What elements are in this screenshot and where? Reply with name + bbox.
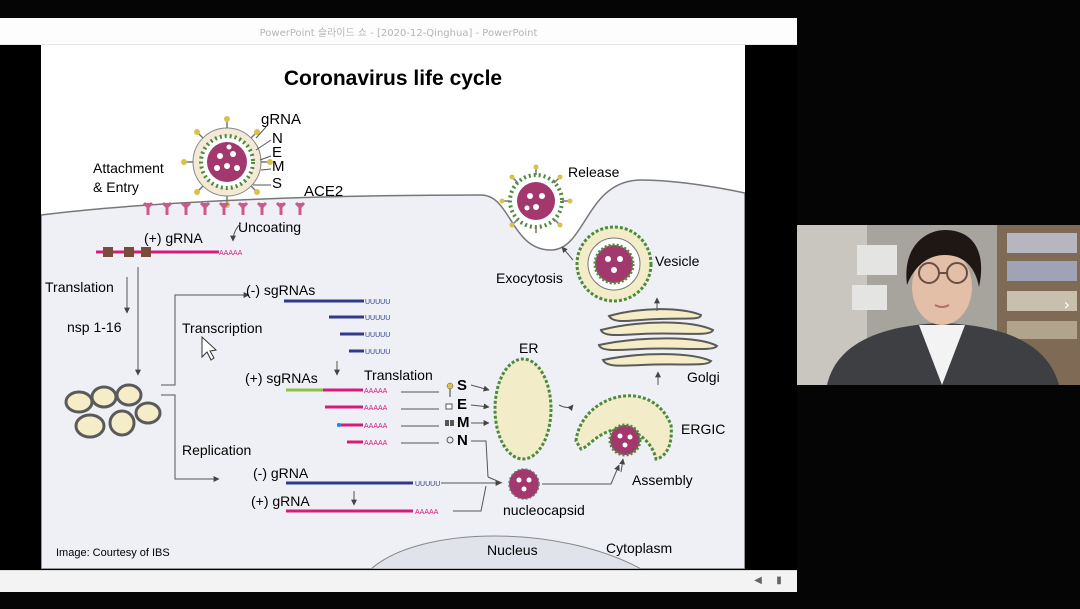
label-m: M [272, 158, 285, 175]
replication-organelles [64, 383, 162, 439]
cell-cytoplasm [41, 179, 745, 569]
window-title: PowerPoint 슬라이드 쇼 - [2020-12-Qinghua] - … [259, 27, 538, 39]
label-entry: & Entry [93, 179, 139, 195]
label-nucleus: Nucleus [487, 542, 538, 558]
label-exocytosis: Exocytosis [496, 270, 563, 286]
label-nucleocapsid: nucleocapsid [503, 502, 585, 518]
label-nsp: nsp 1-16 [67, 319, 122, 335]
lifecycle-diagram: Coronavirus life cycle [41, 67, 745, 569]
ace2-receptors [142, 201, 306, 215]
webcam-video: › [797, 225, 1080, 385]
tail-plus-4: AAAAA [364, 440, 388, 447]
window-titlebar: PowerPoint 슬라이드 쇼 - [2020-12-Qinghua] - … [0, 18, 797, 45]
golgi-organelle [597, 308, 719, 367]
image-credit: Image: Courtesy of IBS [56, 547, 170, 559]
label-minus-sgrnas: (-) sgRNAs [246, 282, 315, 298]
label-attachment: Attachment [93, 160, 164, 176]
label-assembly: Assembly [632, 472, 693, 488]
slide-title: Coronavirus life cycle [284, 67, 502, 90]
label-plus-grna-2: (+) gRNA [251, 493, 310, 509]
released-virion-icon [499, 164, 573, 233]
slide-view-icon[interactable]: ▮ [776, 575, 782, 586]
label-plus-grna: (+) gRNA [144, 230, 203, 246]
tail-plus-2: AAAAA [364, 405, 388, 412]
tail-minus-3: UUUUU [365, 332, 390, 339]
label-er: ER [519, 340, 538, 356]
label-cytoplasm: Cytoplasm [606, 540, 672, 556]
er-organelle [493, 357, 553, 461]
label-ergic: ERGIC [681, 421, 725, 437]
label-translation-2: Translation [364, 367, 433, 383]
tail-plus-grna-2: AAAAA [415, 509, 439, 516]
label-s: S [272, 175, 282, 192]
slide[interactable]: Coronavirus life cycle [41, 45, 745, 569]
nucleus-shape [370, 535, 642, 569]
label-minus-grna: (-) gRNA [253, 465, 309, 481]
presenter-video-frame [797, 225, 1080, 385]
label-vesicle: Vesicle [655, 253, 700, 269]
tail-plus-1: AAAAA [364, 388, 388, 395]
tail-minus-1: UUUUU [365, 299, 390, 306]
mouse-pointer-icon [201, 335, 218, 361]
label-release: Release [568, 164, 620, 180]
label-prot-n: N [457, 432, 468, 449]
previous-icon[interactable]: ◀ [754, 575, 762, 586]
label-plus-sgrnas: (+) sgRNAs [245, 370, 318, 386]
tail-minus-2: UUUUU [365, 315, 390, 322]
tail-minus-4: UUUUU [365, 349, 390, 356]
label-grna: gRNA [261, 111, 301, 128]
label-golgi: Golgi [687, 369, 720, 385]
label-ace2: ACE2 [304, 183, 343, 200]
tail-plus-grna: AAAAA [219, 250, 243, 257]
virion-icon [181, 116, 273, 208]
label-replication: Replication [182, 442, 251, 458]
chevron-right-icon[interactable]: › [1063, 295, 1070, 314]
tail-plus-3: AAAAA [364, 423, 388, 430]
label-prot-e: E [457, 396, 467, 413]
assembly-virion-icon [608, 423, 642, 457]
label-prot-s: S [457, 377, 467, 394]
label-n: N [272, 130, 283, 147]
label-e: E [272, 144, 282, 161]
slideshow-controls: ◀ ▮ [0, 570, 797, 592]
label-translation: Translation [45, 279, 114, 295]
vesicle-icon [575, 225, 653, 303]
label-prot-m: M [457, 414, 470, 431]
nucleocapsid-icon [508, 468, 540, 500]
label-transcription: Transcription [182, 320, 262, 336]
tail-minus-grna: UUUUU [415, 481, 440, 488]
label-uncoating: Uncoating [238, 219, 301, 235]
